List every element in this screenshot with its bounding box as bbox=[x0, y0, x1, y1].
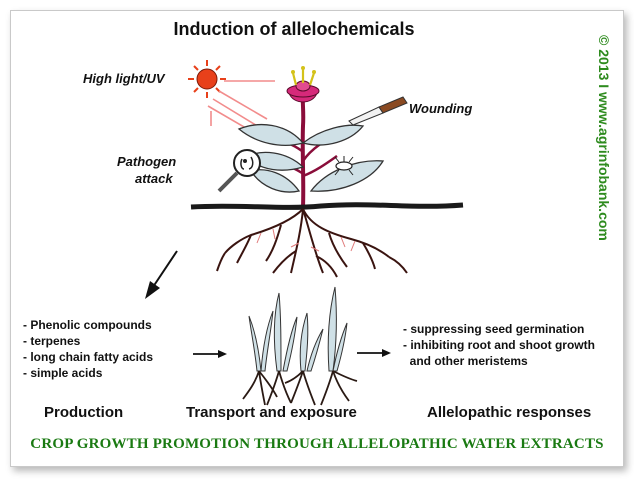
leaf-icon bbox=[237, 123, 385, 193]
arrow-down-left bbox=[145, 250, 178, 299]
magnifier-icon bbox=[217, 149, 261, 193]
list-item: - terpenes bbox=[23, 334, 81, 348]
production-list: - Phenolic compounds - terpenes - long c… bbox=[23, 318, 153, 380]
responses-list: - suppressing seed germination - inhibit… bbox=[403, 322, 595, 368]
wounding-label: Wounding bbox=[409, 101, 472, 116]
list-item: - long chain fatty acids bbox=[23, 350, 153, 364]
plant-stem bbox=[300, 90, 306, 208]
light-label: High light/UV bbox=[83, 71, 166, 86]
image-frame: Induction of allelochemicals High lig bbox=[10, 10, 624, 467]
pathogen-label-2: attack bbox=[135, 171, 173, 186]
roots-icon bbox=[216, 208, 408, 278]
list-item: and other meristems bbox=[403, 354, 528, 368]
light-rays bbox=[207, 80, 275, 132]
list-item: - simple acids bbox=[23, 366, 103, 380]
stage-production: Production bbox=[44, 404, 123, 421]
allelopathy-diagram: Induction of allelochemicals High lig bbox=[23, 19, 595, 421]
seedlings-icon bbox=[242, 286, 358, 406]
arrow-right-2 bbox=[357, 349, 391, 357]
list-item: - inhibiting root and shoot growth bbox=[403, 338, 595, 352]
list-item: - Phenolic compounds bbox=[23, 318, 152, 332]
watermark: © 2013 I www.agrinfobank.com bbox=[596, 35, 612, 241]
stage-transport: Transport and exposure bbox=[186, 404, 357, 421]
insect-icon bbox=[334, 156, 354, 176]
sun-icon bbox=[188, 60, 226, 98]
arrow-right-1 bbox=[193, 350, 227, 358]
caption: CROP GROWTH PROMOTION THROUGH ALLELOPATH… bbox=[30, 436, 604, 452]
soil-line bbox=[190, 202, 464, 210]
flower-icon bbox=[286, 66, 320, 103]
diagram-title: Induction of allelochemicals bbox=[173, 19, 414, 39]
knife-icon bbox=[348, 96, 408, 126]
pathogen-label-1: Pathogen bbox=[117, 154, 176, 169]
watermark-text: © 2013 I www.agrinfobank.com bbox=[596, 35, 612, 241]
stage-responses: Allelopathic responses bbox=[427, 404, 591, 421]
list-item: - suppressing seed germination bbox=[403, 322, 584, 336]
